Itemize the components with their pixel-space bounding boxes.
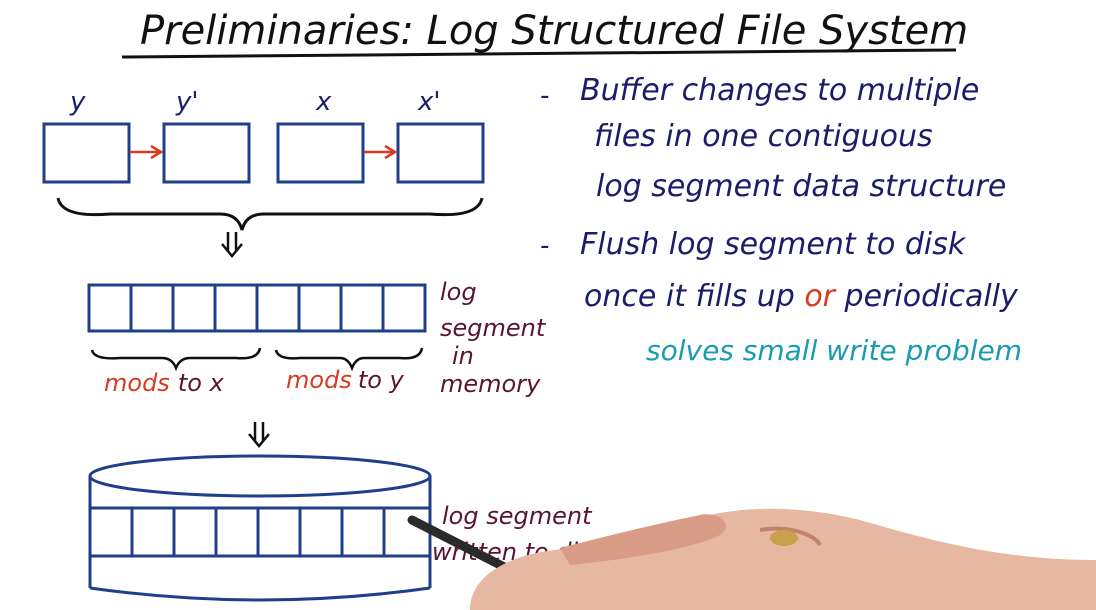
disk-label-line1: log segment (442, 502, 593, 530)
bullet1-line2: files in one contiguous (594, 119, 933, 154)
bullet2-line2-a: once it fills up (584, 279, 804, 314)
block-x (276, 122, 365, 184)
mods-to-x-rest: to x (178, 369, 225, 397)
block-x-prime (396, 122, 485, 184)
block-y (42, 122, 131, 184)
bullet2-line2: once it fills up or periodically (584, 279, 1019, 314)
disk-segment (88, 506, 432, 558)
bullet2-or: or (804, 279, 836, 314)
top-brace (56, 197, 484, 231)
mods-to-y-rest: to y (358, 366, 405, 394)
bullet2-line2-b: periodically (835, 279, 1019, 314)
bullet2-line1: Flush log segment to disk (580, 227, 967, 262)
memory-label-line4: memory (440, 370, 541, 398)
mods-to-y-highlight: mods (286, 366, 352, 394)
disk-cylinder (88, 454, 432, 602)
arrow-y-to-y-prime (130, 144, 164, 160)
title-underline (121, 48, 957, 59)
double-down-arrow-bottom (248, 422, 270, 448)
page-title: Preliminaries: Log Structured File Syste… (140, 8, 968, 54)
block-y-prime (162, 122, 251, 184)
bullet1-dash: - (540, 81, 549, 111)
hand-with-pen (407, 508, 1096, 610)
label-y-prime: y' (175, 87, 199, 117)
label-x-prime: x' (417, 87, 441, 117)
mods-to-x-highlight: mods (104, 369, 170, 397)
bullet1-line3: log segment data structure (596, 169, 1006, 204)
bullet2-dash: - (540, 231, 549, 261)
arrow-x-to-x-prime (364, 144, 398, 160)
brace-mods-x (90, 347, 262, 372)
label-y: y (69, 87, 86, 117)
memory-segment (87, 283, 427, 333)
double-down-arrow-top (221, 232, 243, 258)
bullet1-line1: Buffer changes to multiple (580, 73, 979, 108)
brace-mods-y (274, 347, 424, 372)
label-x: x (315, 87, 332, 117)
memory-label-line1: log (440, 278, 477, 306)
result-note: solves small write problem (646, 334, 1022, 367)
memory-label-line3: in (452, 342, 474, 370)
mods-to-x-label: mods to x (104, 369, 225, 397)
memory-label-line2: segment (440, 314, 547, 342)
